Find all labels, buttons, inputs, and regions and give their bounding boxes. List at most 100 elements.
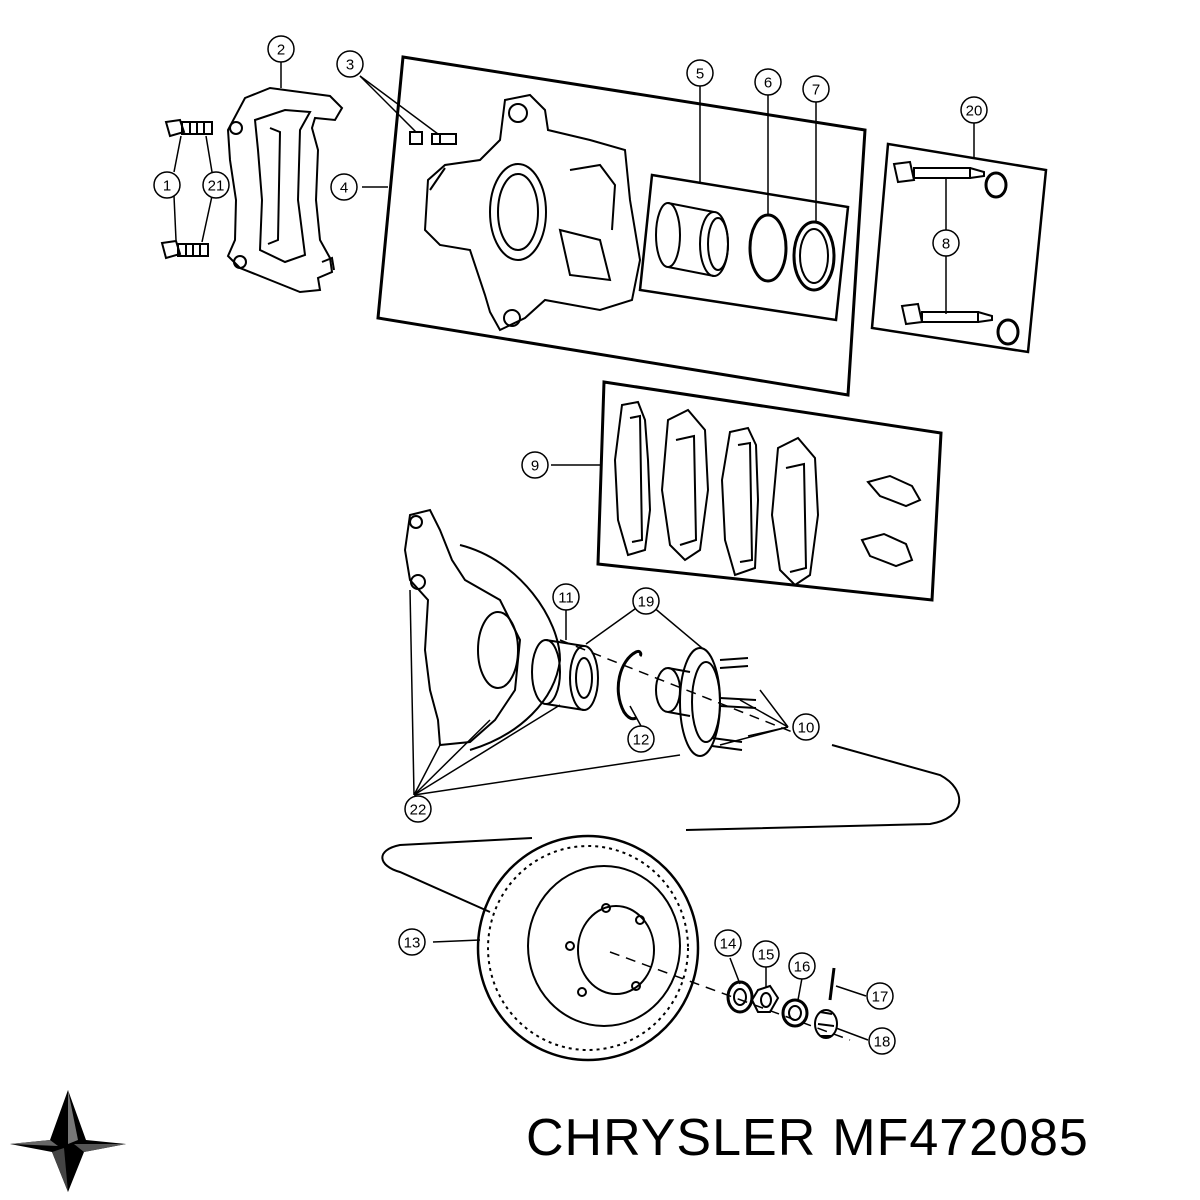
wheel-hub — [655, 647, 757, 757]
callout-circle — [330, 173, 358, 201]
callout-label: 5 — [696, 66, 704, 83]
callout-label: 18 — [874, 1034, 891, 1051]
callout-6: 6 — [754, 68, 782, 96]
callout-circle — [714, 929, 742, 957]
callout-circle — [153, 171, 181, 199]
callout-label: 19 — [638, 594, 655, 611]
leader-lines — [173, 61, 975, 1041]
callout-circle — [267, 35, 295, 63]
callout-4: 4 — [330, 173, 358, 201]
callout-label: 14 — [720, 936, 737, 953]
nut-retainer — [781, 998, 809, 1028]
callout-label: 11 — [558, 590, 574, 607]
callout-13: 13 — [398, 928, 426, 956]
rotor-bracket-curve — [685, 744, 960, 831]
mounting-bolt-bottom — [160, 239, 209, 260]
callout-8: 8 — [932, 229, 960, 257]
hub-nut — [750, 984, 780, 1013]
caliper-housing — [423, 93, 642, 332]
callout-circle — [398, 928, 426, 956]
callout-label: 12 — [633, 732, 650, 749]
callout-label: 7 — [812, 82, 820, 99]
callout-label: 9 — [531, 458, 539, 475]
callout-circle — [202, 171, 230, 199]
callout-label: 20 — [966, 103, 983, 120]
callout-16: 16 — [788, 952, 816, 980]
callout-11: 11 — [552, 583, 580, 611]
callout-5: 5 — [686, 59, 714, 87]
chrysler-pentastar-icon — [10, 1090, 126, 1192]
callout-circle — [788, 952, 816, 980]
callout-circle — [868, 1027, 896, 1055]
brand-caption: CHRYSLER MF472085 — [526, 1108, 1089, 1168]
steering-knuckle — [403, 508, 562, 751]
callout-circle — [686, 59, 714, 87]
piston-seal-box — [638, 173, 850, 322]
callout-9: 9 — [521, 451, 549, 479]
guide-pin-top — [892, 160, 1008, 199]
axis-line-upper — [559, 639, 801, 736]
callout-label: 8 — [942, 236, 950, 253]
callout-circle — [552, 583, 580, 611]
callout-label: 15 — [758, 947, 775, 964]
wheel-bearing — [531, 639, 599, 711]
callout-circle — [521, 451, 549, 479]
callout-label: 22 — [410, 802, 427, 819]
caliper-group-box — [376, 55, 867, 397]
callout-circle — [404, 795, 432, 823]
castle-nut — [814, 1009, 838, 1039]
brake-rotor — [476, 834, 700, 1062]
callout-circle — [866, 982, 894, 1010]
callout-label: 13 — [404, 935, 421, 952]
callout-circle — [632, 587, 660, 615]
brake-pad-box — [596, 380, 943, 602]
part-number: MF472085 — [832, 1109, 1089, 1167]
callout-label: 17 — [872, 989, 889, 1006]
cotter-pin — [828, 967, 836, 1001]
callout-10: 10 — [792, 713, 820, 741]
callout-circle — [336, 50, 364, 78]
callout-19: 19 — [632, 587, 660, 615]
callout-circle — [792, 713, 820, 741]
callout-12: 12 — [627, 725, 655, 753]
callout-circle — [802, 75, 830, 103]
callout-3: 3 — [336, 50, 364, 78]
guide-pin-bottom — [900, 302, 1020, 346]
caliper-bracket — [226, 86, 344, 294]
callout-circle — [960, 96, 988, 124]
callout-label: 16 — [794, 959, 811, 976]
axis-line-lower — [609, 951, 851, 1041]
callout-circle — [754, 68, 782, 96]
callout-circle — [752, 940, 780, 968]
callout-7: 7 — [802, 75, 830, 103]
callout-label: 1 — [163, 178, 171, 195]
callout-circle — [932, 229, 960, 257]
mounting-bolt-top — [164, 118, 213, 138]
callout-label: 3 — [346, 57, 354, 74]
callout-label: 6 — [764, 75, 772, 92]
brand-name: CHRYSLER — [526, 1109, 817, 1167]
callout-label: 2 — [277, 42, 285, 59]
callout-17: 17 — [866, 982, 894, 1010]
caliper-piston — [655, 202, 729, 277]
guide-pin-box — [870, 142, 1048, 354]
callout-1: 1 — [153, 171, 181, 199]
callout-21: 21 — [202, 171, 230, 199]
callout-label: 21 — [208, 178, 225, 195]
callout-15: 15 — [752, 940, 780, 968]
piston-seal — [748, 213, 788, 283]
callout-20: 20 — [960, 96, 988, 124]
callout-label: 10 — [798, 720, 815, 737]
brake-pad-set — [613, 400, 922, 587]
callout-label: 4 — [340, 180, 348, 197]
hub-washer — [726, 980, 754, 1014]
callout-18: 18 — [868, 1027, 896, 1055]
callout-2: 2 — [267, 35, 295, 63]
bleeder-screw — [409, 131, 457, 145]
snap-ring — [616, 650, 643, 721]
rotor-bracket-curve-left — [381, 837, 533, 913]
callout-22: 22 — [404, 795, 432, 823]
callout-circle — [627, 725, 655, 753]
